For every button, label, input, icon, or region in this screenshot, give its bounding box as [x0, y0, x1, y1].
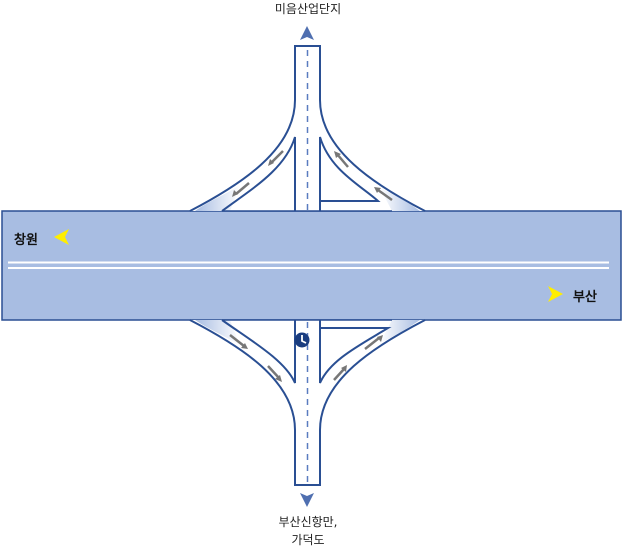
destination-south-line2: 가덕도 — [291, 533, 325, 547]
flow-arrows — [229, 150, 393, 382]
destination-south-line1: 부산신항만, — [278, 515, 338, 529]
arrow-down-icon — [300, 493, 314, 507]
arrow-left-icon — [54, 229, 69, 245]
south-ramps — [189, 319, 426, 486]
arrow-right-icon — [548, 286, 563, 302]
clock-icon — [294, 332, 310, 348]
north-ramps — [189, 45, 426, 212]
destination-east: 부산 — [573, 290, 597, 305]
arrow-up-icon — [300, 26, 314, 40]
destination-north: 미음산업단지 — [274, 2, 342, 16]
main-road — [1, 210, 622, 321]
destination-west: 창원 — [14, 233, 38, 248]
